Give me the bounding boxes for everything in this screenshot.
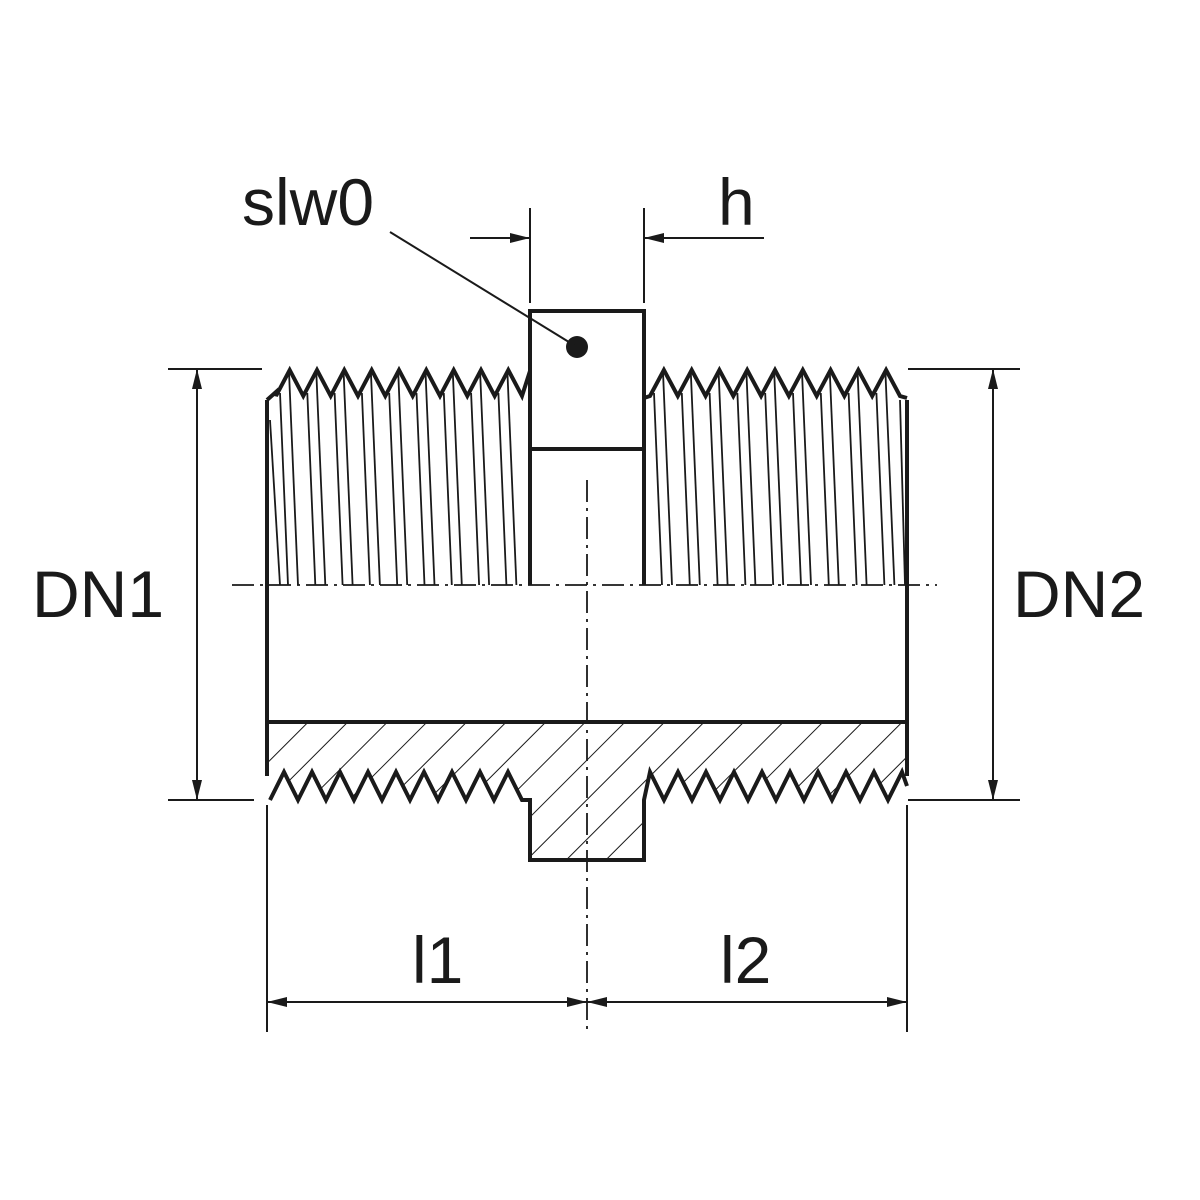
left-thread (265, 365, 532, 586)
dimension-dn1 (168, 368, 262, 801)
label-dn2: DN2 (1013, 557, 1145, 631)
center-lines (232, 480, 937, 1030)
label-dn1: DN1 (32, 557, 164, 631)
callout-leader (389, 231, 578, 348)
dimension-dn2 (908, 368, 1020, 801)
label-l2: l2 (720, 923, 771, 997)
label-l1: l1 (412, 923, 463, 997)
dimension-h (470, 208, 764, 303)
right-thread (643, 365, 908, 586)
hex-collar (528, 309, 646, 585)
label-slw0: slw0 (242, 165, 374, 239)
label-h: h (718, 165, 755, 239)
dimension-lengths (266, 805, 908, 1032)
